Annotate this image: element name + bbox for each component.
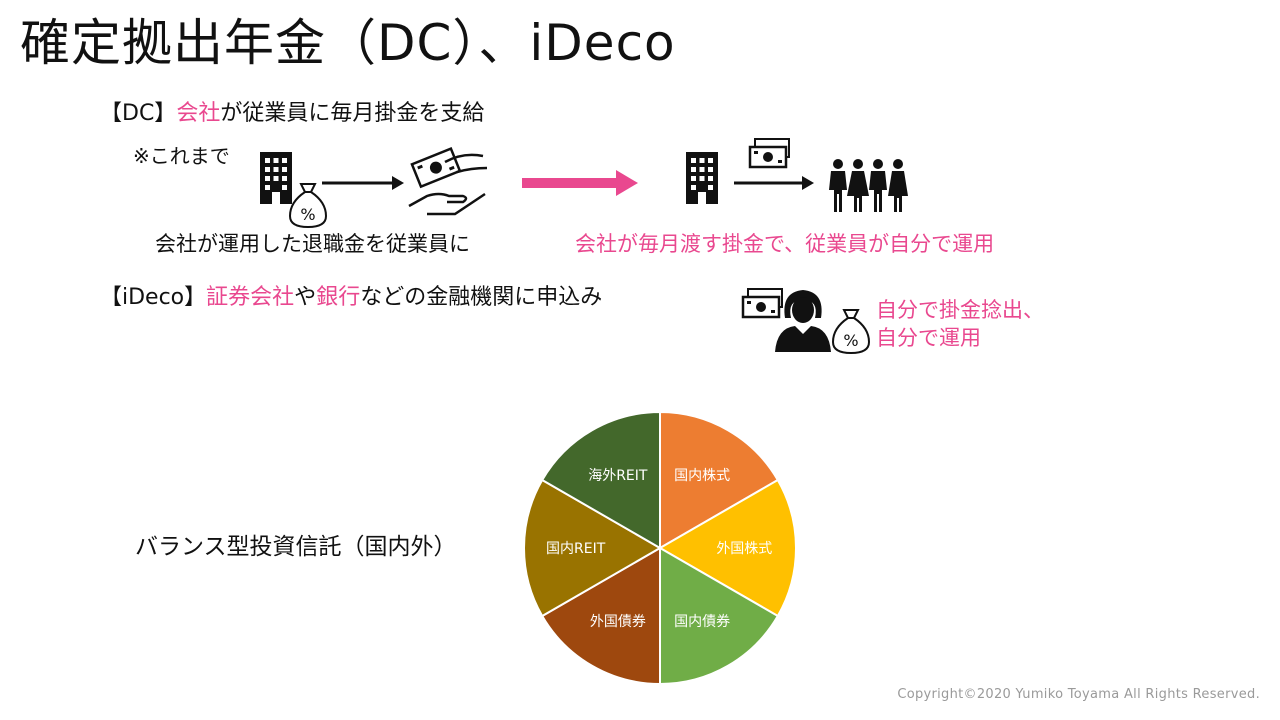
ideco-highlight-securities: 証券会社: [206, 285, 295, 310]
caption-after: 会社が毎月渡す掛金で、従業員が自分で運用: [575, 232, 995, 256]
svg-text:%: %: [300, 205, 315, 224]
ideco-tag: 【iDeco】: [100, 285, 207, 310]
ideco-mid: や: [294, 285, 317, 310]
ideco-desc-line1: 自分で掛金捻出、: [876, 298, 1044, 322]
ideco-text: などの金融機関に申込み: [360, 285, 603, 310]
pie-slice-label: 国内債券: [674, 614, 730, 630]
dc-text: が従業員に毎月掛金を支給: [220, 101, 485, 126]
pie-slice: [659, 410, 780, 550]
slide-title: 確定拠出年金（DC）、iDeco: [20, 14, 676, 72]
dc-highlight-company: 会社: [176, 101, 221, 126]
hand-holding-money-icon: [408, 147, 488, 216]
pie-slice-label: 外国債券: [590, 614, 646, 630]
pie-slice-label: 海外REIT: [588, 468, 648, 484]
copyright: Copyright©2020 Yumiko Toyama All Rights …: [897, 687, 1260, 702]
pie-slice: [540, 546, 661, 686]
pie-slice-label: 外国株式: [716, 541, 772, 557]
pie-slice-label: 国内株式: [674, 468, 730, 484]
money-bag-percent-icon: %: [831, 309, 871, 355]
arrow-right-icon: [734, 176, 814, 190]
building-icon: [686, 152, 718, 204]
ideco-description: 【iDeco】証券会社や銀行などの金融機関に申込み: [100, 282, 602, 314]
ideco-highlight-bank: 銀行: [316, 285, 361, 310]
pie-slice: [659, 546, 780, 686]
dc-note: ※これまで: [133, 144, 230, 168]
dc-description: 【DC】会社が従業員に毎月掛金を支給: [100, 98, 484, 130]
person-icon: [775, 290, 831, 352]
svg-text:%: %: [843, 331, 858, 350]
arrow-right-icon: [322, 176, 404, 190]
people-group-icon: [829, 159, 908, 212]
cash-bill-icon: [741, 288, 783, 319]
ideco-desc-line2: 自分で運用: [876, 326, 981, 350]
cash-bill-icon: [748, 138, 790, 169]
building-icon: [260, 152, 292, 204]
dc-tag: 【DC】: [100, 101, 177, 126]
caption-before: 会社が運用した退職金を従業員に: [155, 232, 470, 256]
ideco-self-managed-note: 自分で掛金捻出、 自分で運用: [876, 296, 1044, 352]
balanced-fund-label: バランス型投資信託（国内外）: [135, 534, 457, 560]
money-bag-percent-icon: %: [288, 183, 328, 229]
pie-slice-label: 国内REIT: [546, 541, 606, 557]
pie-slice: [523, 478, 663, 618]
pie-slice: [540, 410, 661, 550]
pie-slice: [658, 478, 797, 618]
arrow-right-icon: [522, 170, 638, 196]
